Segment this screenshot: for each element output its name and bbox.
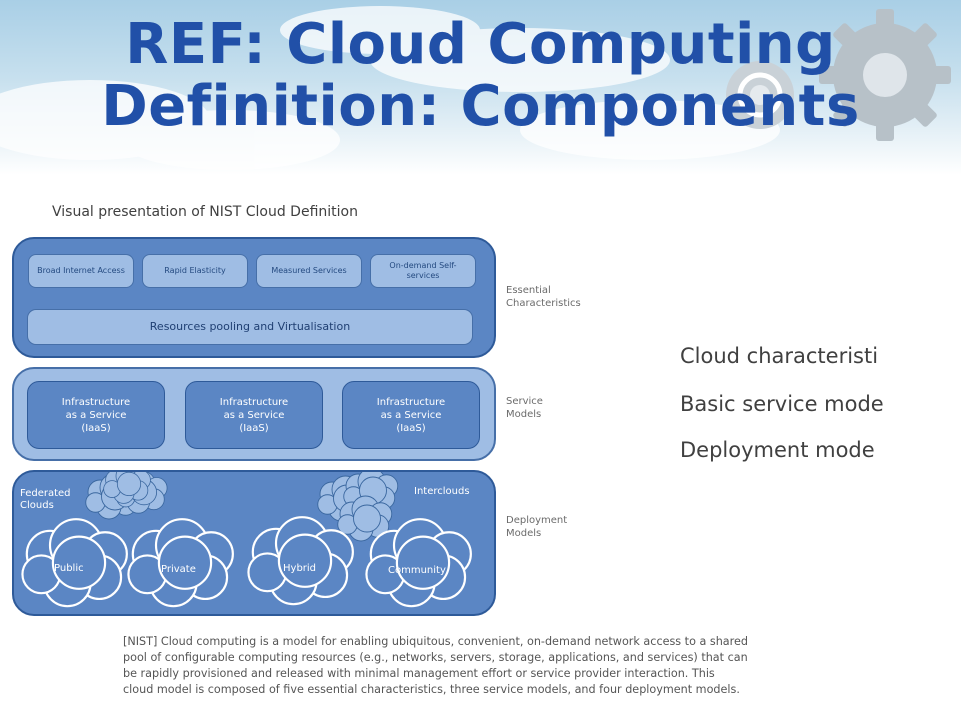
deployment-models-panel: Federated Clouds Interclouds Public Priv… (12, 470, 496, 616)
title-banner (0, 0, 961, 175)
private-cloud-label: Private (161, 564, 196, 575)
definition-line-3: be rapidly provisioned and released with… (123, 667, 715, 680)
interclouds-label: Interclouds (414, 486, 470, 497)
title-line-2: Definition: Components (101, 74, 860, 139)
banner-decoration (0, 6, 951, 170)
on-demand-self-services-box: On-demand Self-services (370, 254, 476, 288)
summary-deployment-models: Deployment mode (680, 438, 875, 462)
service-models-label: Service Models (506, 396, 543, 420)
essential-characteristics-panel: Broad Internet Access Rapid Elasticity M… (12, 237, 496, 358)
community-cloud-label: Community (388, 565, 446, 576)
federated-clouds-label: Federated Clouds (20, 488, 71, 511)
sky-clouds (0, 6, 780, 170)
service-box-1: Infrastructure as a Service (IaaS) (27, 381, 165, 449)
definition-line-1: [NIST] Cloud computing is a model for en… (123, 635, 748, 648)
essential-characteristics-label: Essential Characteristics (506, 285, 581, 309)
resource-pooling-bar: Resources pooling and Virtualisation (27, 309, 473, 345)
summary-characteristics: Cloud characteristi (680, 344, 879, 368)
public-cloud-label: Public (54, 563, 84, 574)
service-box-2: Infrastructure as a Service (IaaS) (185, 381, 323, 449)
hybrid-cloud-label: Hybrid (283, 563, 317, 574)
measured-services-box: Measured Services (256, 254, 362, 288)
broad-internet-access-box: Broad Internet Access (28, 254, 134, 288)
summary-service-models: Basic service mode (680, 392, 884, 416)
definition-line-2: pool of configurable computing resources… (123, 651, 748, 664)
rapid-elasticity-box: Rapid Elasticity (142, 254, 248, 288)
gears-icon (726, 9, 951, 141)
title-line-1: REF: Cloud Computing (125, 12, 836, 77)
diagram-caption: Visual presentation of NIST Cloud Defini… (52, 204, 358, 220)
deployment-models-label: Deployment Models (506, 515, 568, 539)
service-box-3: Infrastructure as a Service (IaaS) (342, 381, 480, 449)
slide-title: REF: Cloud Computing Definition: Compone… (0, 14, 961, 138)
hybrid-cloud-shape (247, 516, 354, 606)
service-models-panel: Infrastructure as a Service (IaaS) Infra… (12, 367, 496, 461)
private-cloud-shape (127, 518, 234, 608)
definition-line-4: cloud model is composed of five essentia… (123, 683, 740, 696)
nist-definition: [NIST] Cloud computing is a model for en… (123, 634, 961, 698)
